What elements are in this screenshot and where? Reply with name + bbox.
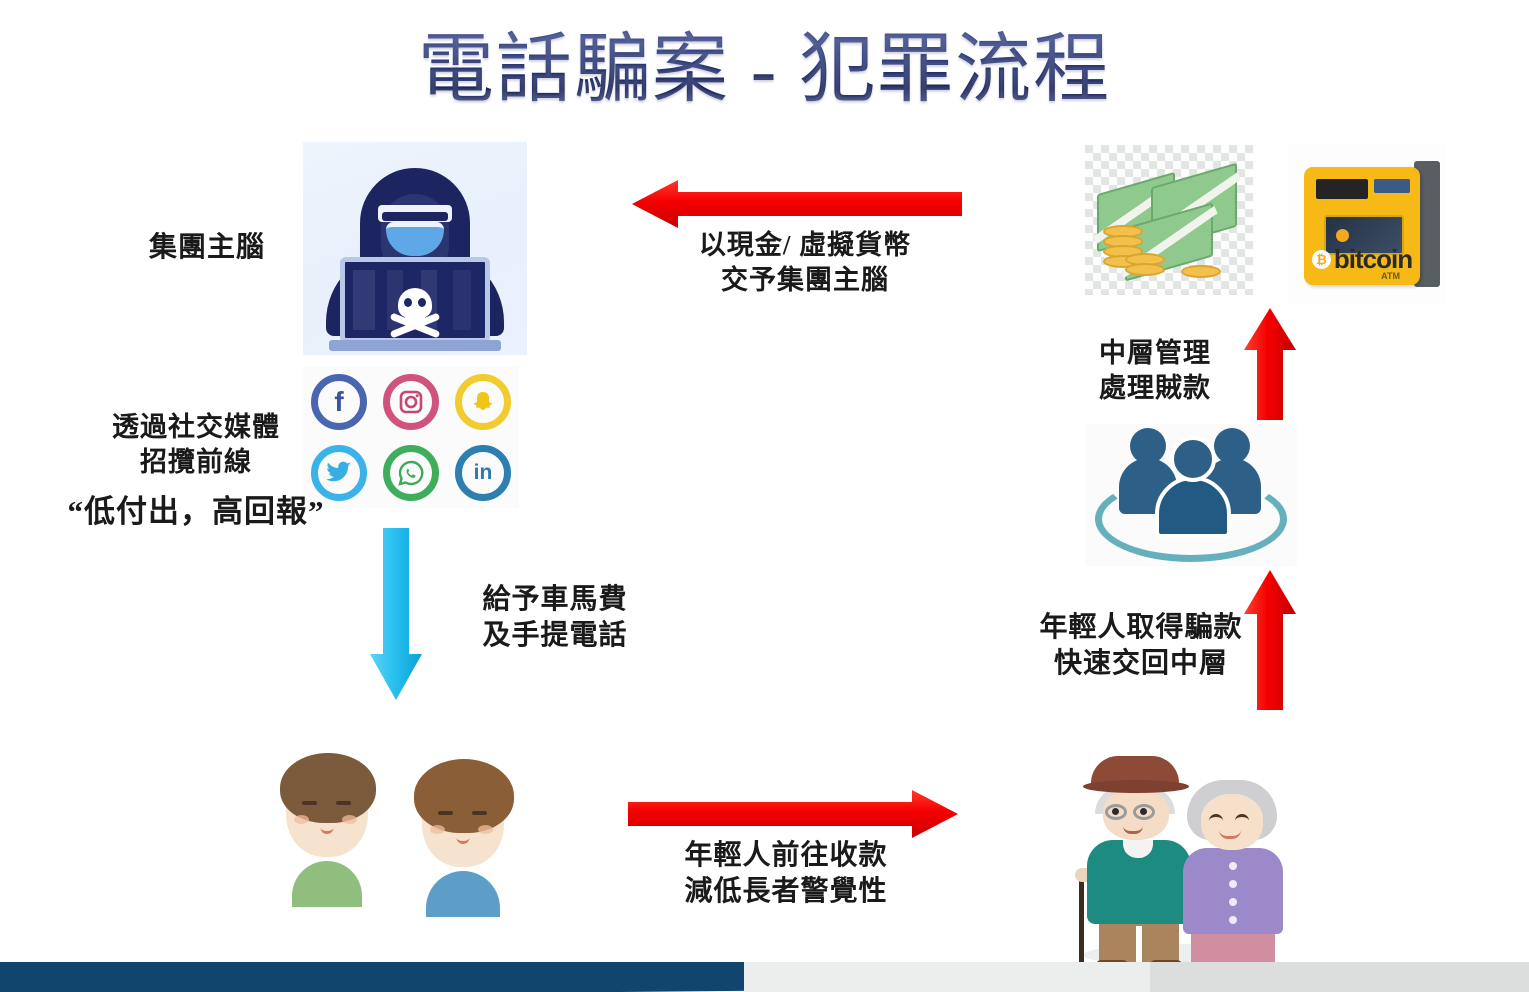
arrow-up-red-lower <box>1240 570 1300 710</box>
linkedin-icon: in <box>455 444 511 501</box>
page-title: 電話騙案 - 犯罪流程 <box>0 22 1529 118</box>
twitter-icon <box>311 444 367 501</box>
atm-label: bitcoin <box>1333 244 1413 274</box>
arrow-up-red-upper <box>1240 308 1300 420</box>
elderly-woman <box>1181 780 1287 970</box>
sunglasses-icon <box>378 205 452 222</box>
label-youth-collect-money: 年輕人前往收款 減低長者警覺性 <box>684 840 888 907</box>
laptop-icon <box>340 257 490 343</box>
snapchat-icon <box>455 373 511 430</box>
circular-arrow-icon <box>1095 476 1287 562</box>
label-middle-management: 中層管理 處理賊款 <box>1099 338 1211 403</box>
label-cash-to-mastermind: 以現金/ 虛擬貨幣 交予集團主腦 <box>698 230 912 295</box>
instagram-icon <box>383 373 439 430</box>
facebook-icon: f <box>311 373 367 430</box>
middle-management-image <box>1085 424 1297 566</box>
arrow-right-red <box>628 788 958 840</box>
label-mastermind: 集團主腦 <box>148 232 265 263</box>
bitcoin-atm-image: ₿ bitcoin ATM <box>1288 145 1446 305</box>
footer-gray-stripe-2 <box>1150 962 1529 992</box>
label-recruit-front-line: 透過社交媒體 招攬前線 <box>112 412 280 477</box>
atm-sub-label: ATM <box>1381 271 1400 281</box>
arrow-down-blue <box>366 528 426 700</box>
footer-band <box>0 962 1529 992</box>
elderly-couple-image <box>1055 742 1299 970</box>
label-youth-return-money: 年輕人取得騙款 快速交回中層 <box>1039 612 1243 679</box>
cash-and-coins-image <box>1085 145 1253 295</box>
social-media-icons-image: f in <box>303 366 519 508</box>
label-slogan: “低付出，高回報” <box>67 494 325 529</box>
walking-cane-icon <box>1079 872 1084 970</box>
elderly-man <box>1075 756 1195 970</box>
whatsapp-icon <box>383 444 439 501</box>
hacker-image <box>303 142 527 355</box>
skull-icon <box>398 288 432 318</box>
arrow-left-red <box>632 178 962 230</box>
footer-navy-stripe <box>0 962 754 992</box>
young-people-image <box>262 735 562 925</box>
bitcoin-symbol-icon: ₿ <box>1312 250 1331 269</box>
footer-gray-stripe-1 <box>744 962 1164 992</box>
label-allowance-and-phone: 給予車馬費 及手提電話 <box>482 584 628 651</box>
